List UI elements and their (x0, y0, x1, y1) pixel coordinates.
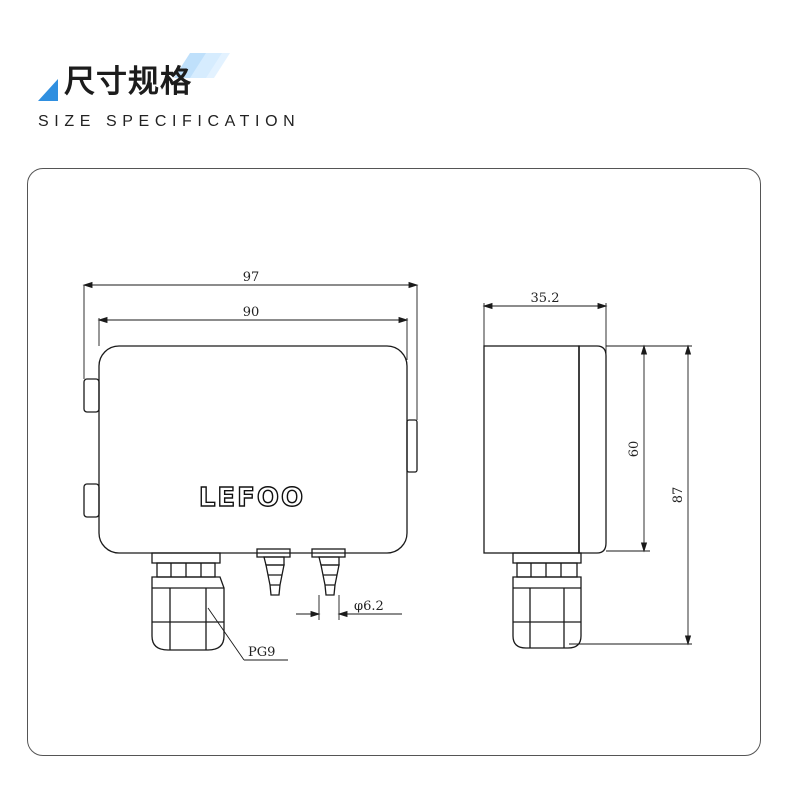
section-subtitle: SIZE SPECIFICATION (38, 113, 301, 130)
hose-barb-left (256, 548, 291, 596)
side-cable-gland (512, 552, 582, 649)
cable-gland (151, 552, 225, 651)
dimension-label-35-2: 35.2 (531, 291, 560, 306)
side-knob-upper (83, 378, 100, 413)
section-header: 尺寸规格 SIZE SPECIFICATION (0, 0, 790, 150)
brand-logo: LEFOO (199, 483, 305, 513)
dimension-label-87: 87 (671, 487, 686, 504)
drawing-frame (27, 168, 761, 756)
gland-leader (207, 607, 288, 661)
side-body (483, 345, 580, 554)
dimension-87 (569, 344, 692, 646)
dimension-60 (606, 344, 650, 553)
section-title: 尺寸规格 (64, 64, 192, 100)
dimension-label-diameter: φ6.2 (354, 599, 384, 614)
dimension-barb-diameter (296, 595, 402, 620)
dimension-label-60: 60 (627, 441, 642, 458)
side-knob-right (406, 419, 418, 473)
side-view: 35.2 60 87 (482, 291, 692, 649)
side-lid (578, 345, 607, 554)
side-knob-lower (83, 483, 100, 518)
hose-barb-right (311, 548, 346, 596)
dimension-label-90: 90 (243, 305, 260, 320)
front-view: LEFOO (82, 270, 419, 661)
enclosure-body (98, 345, 408, 554)
dimension-label-97: 97 (243, 270, 260, 285)
gland-label-pg9: PG9 (248, 645, 275, 660)
dimension-97 (82, 281, 419, 420)
dimension-35-2 (482, 302, 608, 356)
header-accent-icon (38, 53, 230, 101)
dimension-90 (97, 316, 409, 360)
